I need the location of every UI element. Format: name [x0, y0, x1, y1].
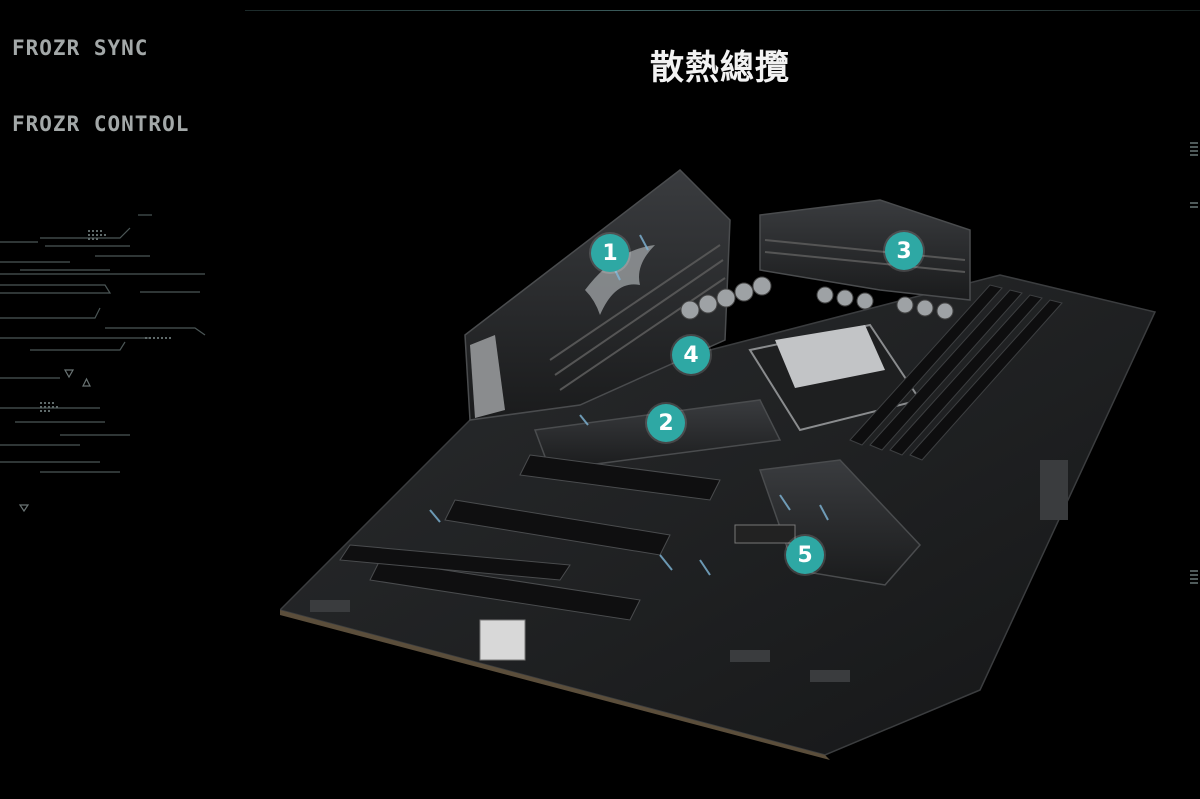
hotspot-5[interactable]: 5	[786, 536, 824, 574]
hotspot-3[interactable]: 3	[885, 232, 923, 270]
hud-decoration	[0, 214, 206, 513]
page-title: 散熱總攬	[650, 48, 790, 88]
hotspot-2[interactable]: 2	[647, 404, 685, 442]
top-divider	[245, 10, 1200, 11]
motherboard-image	[278, 160, 1180, 760]
nav-item-frozr-control[interactable]: FROZR CONTROL	[12, 112, 190, 136]
hotspot-4[interactable]: 4	[672, 336, 710, 374]
nav-item-frozr-sync[interactable]: FROZR SYNC	[12, 36, 149, 60]
hotspot-1[interactable]: 1	[591, 234, 629, 272]
right-edge-decoration	[1190, 142, 1198, 584]
